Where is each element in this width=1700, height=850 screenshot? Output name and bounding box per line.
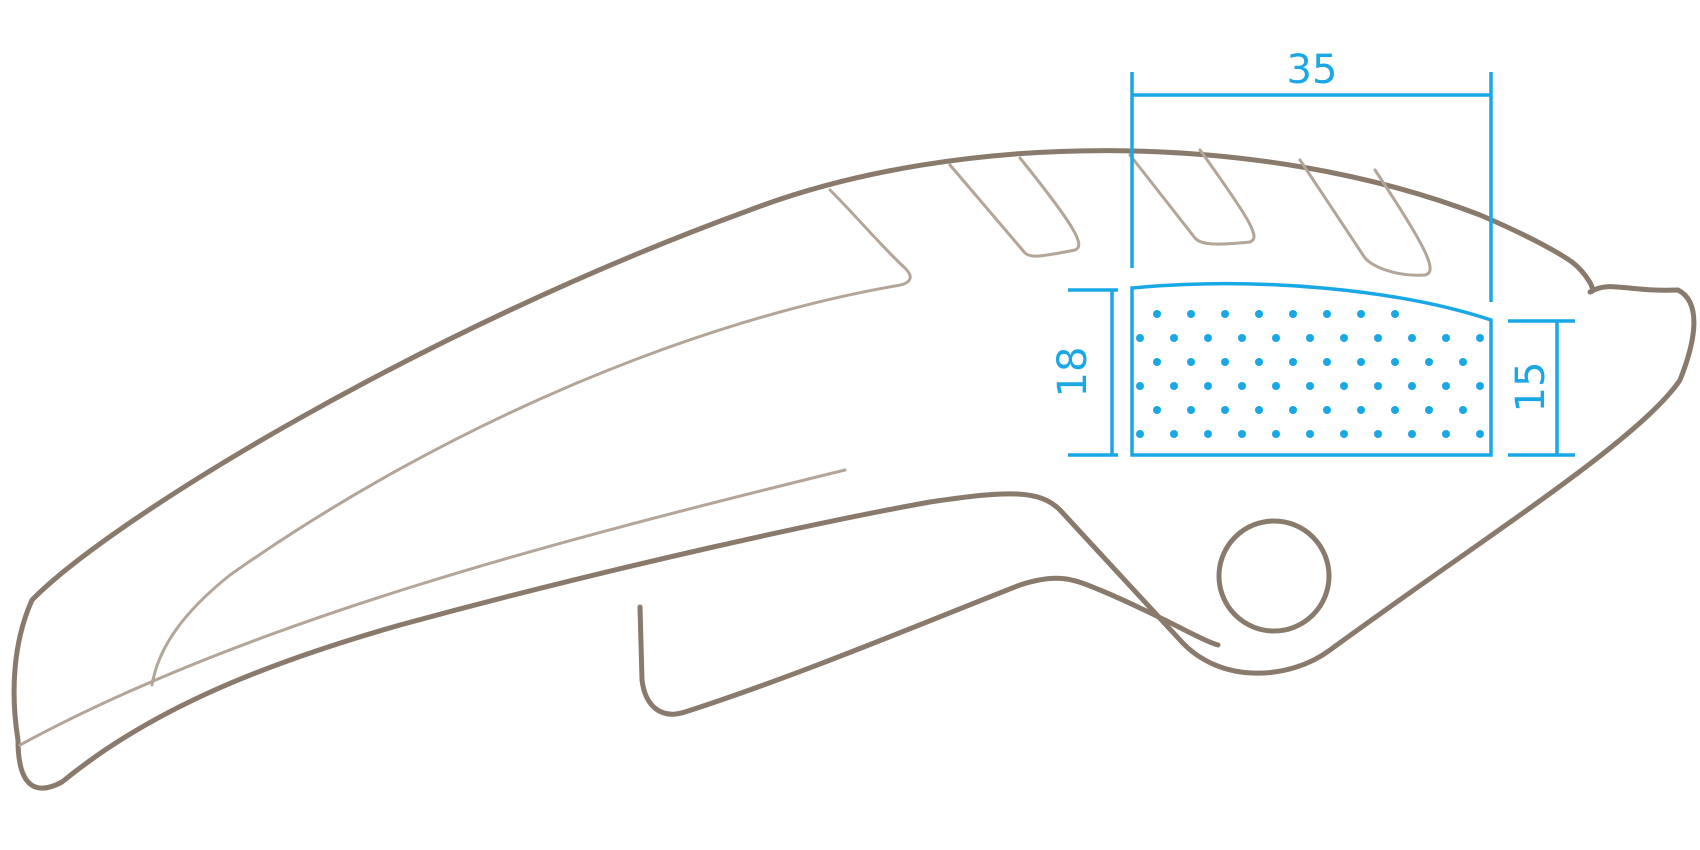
cross-section-outline [1130,281,1493,457]
hatch-dot [1442,430,1450,438]
hatch-dot [1255,310,1263,318]
hatch-dot [1272,382,1280,390]
hatch-dot [1221,310,1229,318]
hatch-dot [1136,382,1144,390]
width-dimension: 35 [1130,47,1493,302]
hatch-dot [1204,430,1212,438]
hatch-dot [1255,406,1263,414]
hatch-dot [1391,406,1399,414]
vent-slot-1 [948,156,1081,258]
hatch-dot [1391,358,1399,366]
hatch-dot [1340,430,1348,438]
hatch-dot [1153,310,1161,318]
hatch-dot [1187,406,1195,414]
hatch-dot [1374,430,1382,438]
hatch-dot [1357,406,1365,414]
hatch-dot [1374,334,1382,342]
hatch-dot [1238,334,1246,342]
hatch-dot [1425,358,1433,366]
hatch-dot [1459,406,1467,414]
hatch-dot [1153,358,1161,366]
hatch-dot [1476,382,1484,390]
hatch-dot [1136,334,1144,342]
hatch-dot [1187,310,1195,318]
hatch-dot [1442,334,1450,342]
hatch-dot [1238,382,1246,390]
grip-outline [637,575,1221,717]
hatch-dot [1306,430,1314,438]
cross-section [1130,281,1493,457]
hatch-dot [1238,430,1246,438]
right-height-dimension: 15 [1508,319,1575,457]
width-label: 35 [1287,47,1338,93]
hatch-dot [1408,382,1416,390]
vent-slot-3 [1298,158,1432,277]
hatch-dot [1136,430,1144,438]
hatch-dot [1374,382,1382,390]
pivot-circle [1216,518,1332,634]
hatch-dot [1323,358,1331,366]
hatch-dot [1221,358,1229,366]
hatch-dot [1442,382,1450,390]
cross-section-hatching [1136,310,1484,438]
hatch-dot [1340,382,1348,390]
hatch-dot [1170,430,1178,438]
hatch-dot [1306,334,1314,342]
hatch-dot [1459,358,1467,366]
hatch-dot [1204,382,1212,390]
hatch-dot [1340,334,1348,342]
hatch-dot [1357,310,1365,318]
hatch-dot [1170,334,1178,342]
left-height-dimension: 18 [1050,288,1118,457]
hatch-dot [1289,406,1297,414]
hatch-dot [1153,406,1161,414]
hatch-dot [1289,310,1297,318]
hatch-dot [1272,430,1280,438]
hatch-dot [1357,358,1365,366]
inner-edge-upper [150,188,912,687]
hatch-dot [1306,382,1314,390]
hatch-dot [1408,430,1416,438]
hatch-dot [1204,334,1212,342]
hatch-dot [1221,406,1229,414]
right-height-label: 15 [1508,362,1554,413]
hatch-dot [1255,358,1263,366]
hatch-dot [1323,406,1331,414]
hatch-dot [1187,358,1195,366]
hatch-dot [1425,406,1433,414]
inner-edge-lower [18,468,847,747]
hatch-dot [1476,430,1484,438]
hatch-dot [1408,334,1416,342]
hatch-dot [1476,334,1484,342]
left-height-label: 18 [1050,347,1096,398]
hatch-dot [1391,310,1399,318]
body-outline [11,148,1697,791]
vent-slot-2 [1128,148,1256,246]
hatch-dot [1289,358,1297,366]
hatch-dot [1323,310,1331,318]
hatch-dot [1170,382,1178,390]
hatch-dot [1272,334,1280,342]
